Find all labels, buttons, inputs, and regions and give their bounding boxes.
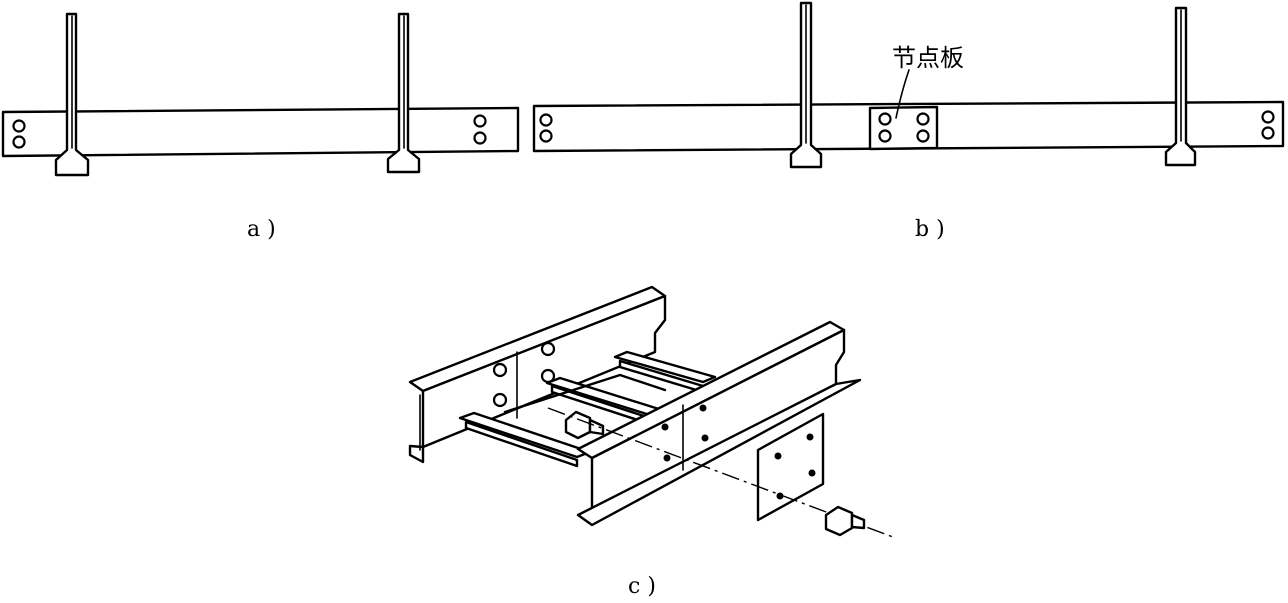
panel-b-splice-bolt-hole	[878, 129, 892, 143]
panel-c-plate-rivet	[776, 492, 784, 500]
panel-a-straight-tray: a )	[1, 12, 520, 242]
panel-c-isometric-splice: c )	[408, 285, 894, 599]
panel-c-inner-bolt	[564, 410, 605, 440]
panel-b-splice-bolt-hole	[916, 112, 930, 126]
panel-b-label: b )	[915, 217, 945, 242]
panel-c-back-rail	[408, 285, 667, 464]
panel-b-bolt-hole	[539, 129, 553, 143]
panel-b-spliced-tray: 节点板 b )	[532, 1, 1285, 242]
panel-c-rung	[464, 420, 579, 468]
panel-b-bolt-hole	[1261, 126, 1275, 140]
callout-leader-line	[895, 69, 910, 119]
panel-b-splice-bolt-hole	[878, 112, 892, 126]
panel-a-side-rail	[1, 106, 520, 158]
panel-c-front-rail	[576, 320, 862, 527]
panel-c-rivet	[701, 434, 709, 442]
panel-c-rung	[613, 350, 717, 384]
panel-a-bolt-hole	[12, 135, 26, 149]
panel-b-splice-bolt-hole	[916, 129, 930, 143]
panel-c-plate-rivet	[774, 452, 782, 460]
panel-c-bolt-hole	[540, 341, 556, 357]
panel-c-bolt-hole	[492, 362, 508, 378]
panel-a-bolt-hole	[12, 119, 26, 133]
panel-c-rivet	[661, 423, 669, 431]
splice-plate-callout: 节点板	[892, 44, 964, 72]
panel-c-exploded-splice-plate	[756, 412, 825, 522]
panel-b-bolt-hole	[539, 113, 553, 127]
panel-a-label: a )	[247, 217, 276, 242]
panel-b-bolt-hole	[1261, 110, 1275, 124]
panel-c-rivet	[663, 454, 671, 462]
panel-c-bolt-hole	[492, 392, 508, 408]
panel-c-plate-rivet	[808, 469, 816, 477]
panel-c-plate-rivet	[806, 433, 814, 441]
panel-c-label: c )	[628, 574, 656, 599]
panel-c-outer-bolt	[824, 505, 866, 537]
panel-a-bolt-hole	[473, 114, 487, 128]
panel-c-rivet	[699, 404, 707, 412]
panel-a-bolt-hole	[473, 131, 487, 145]
panel-b-splice-plate	[868, 105, 939, 151]
